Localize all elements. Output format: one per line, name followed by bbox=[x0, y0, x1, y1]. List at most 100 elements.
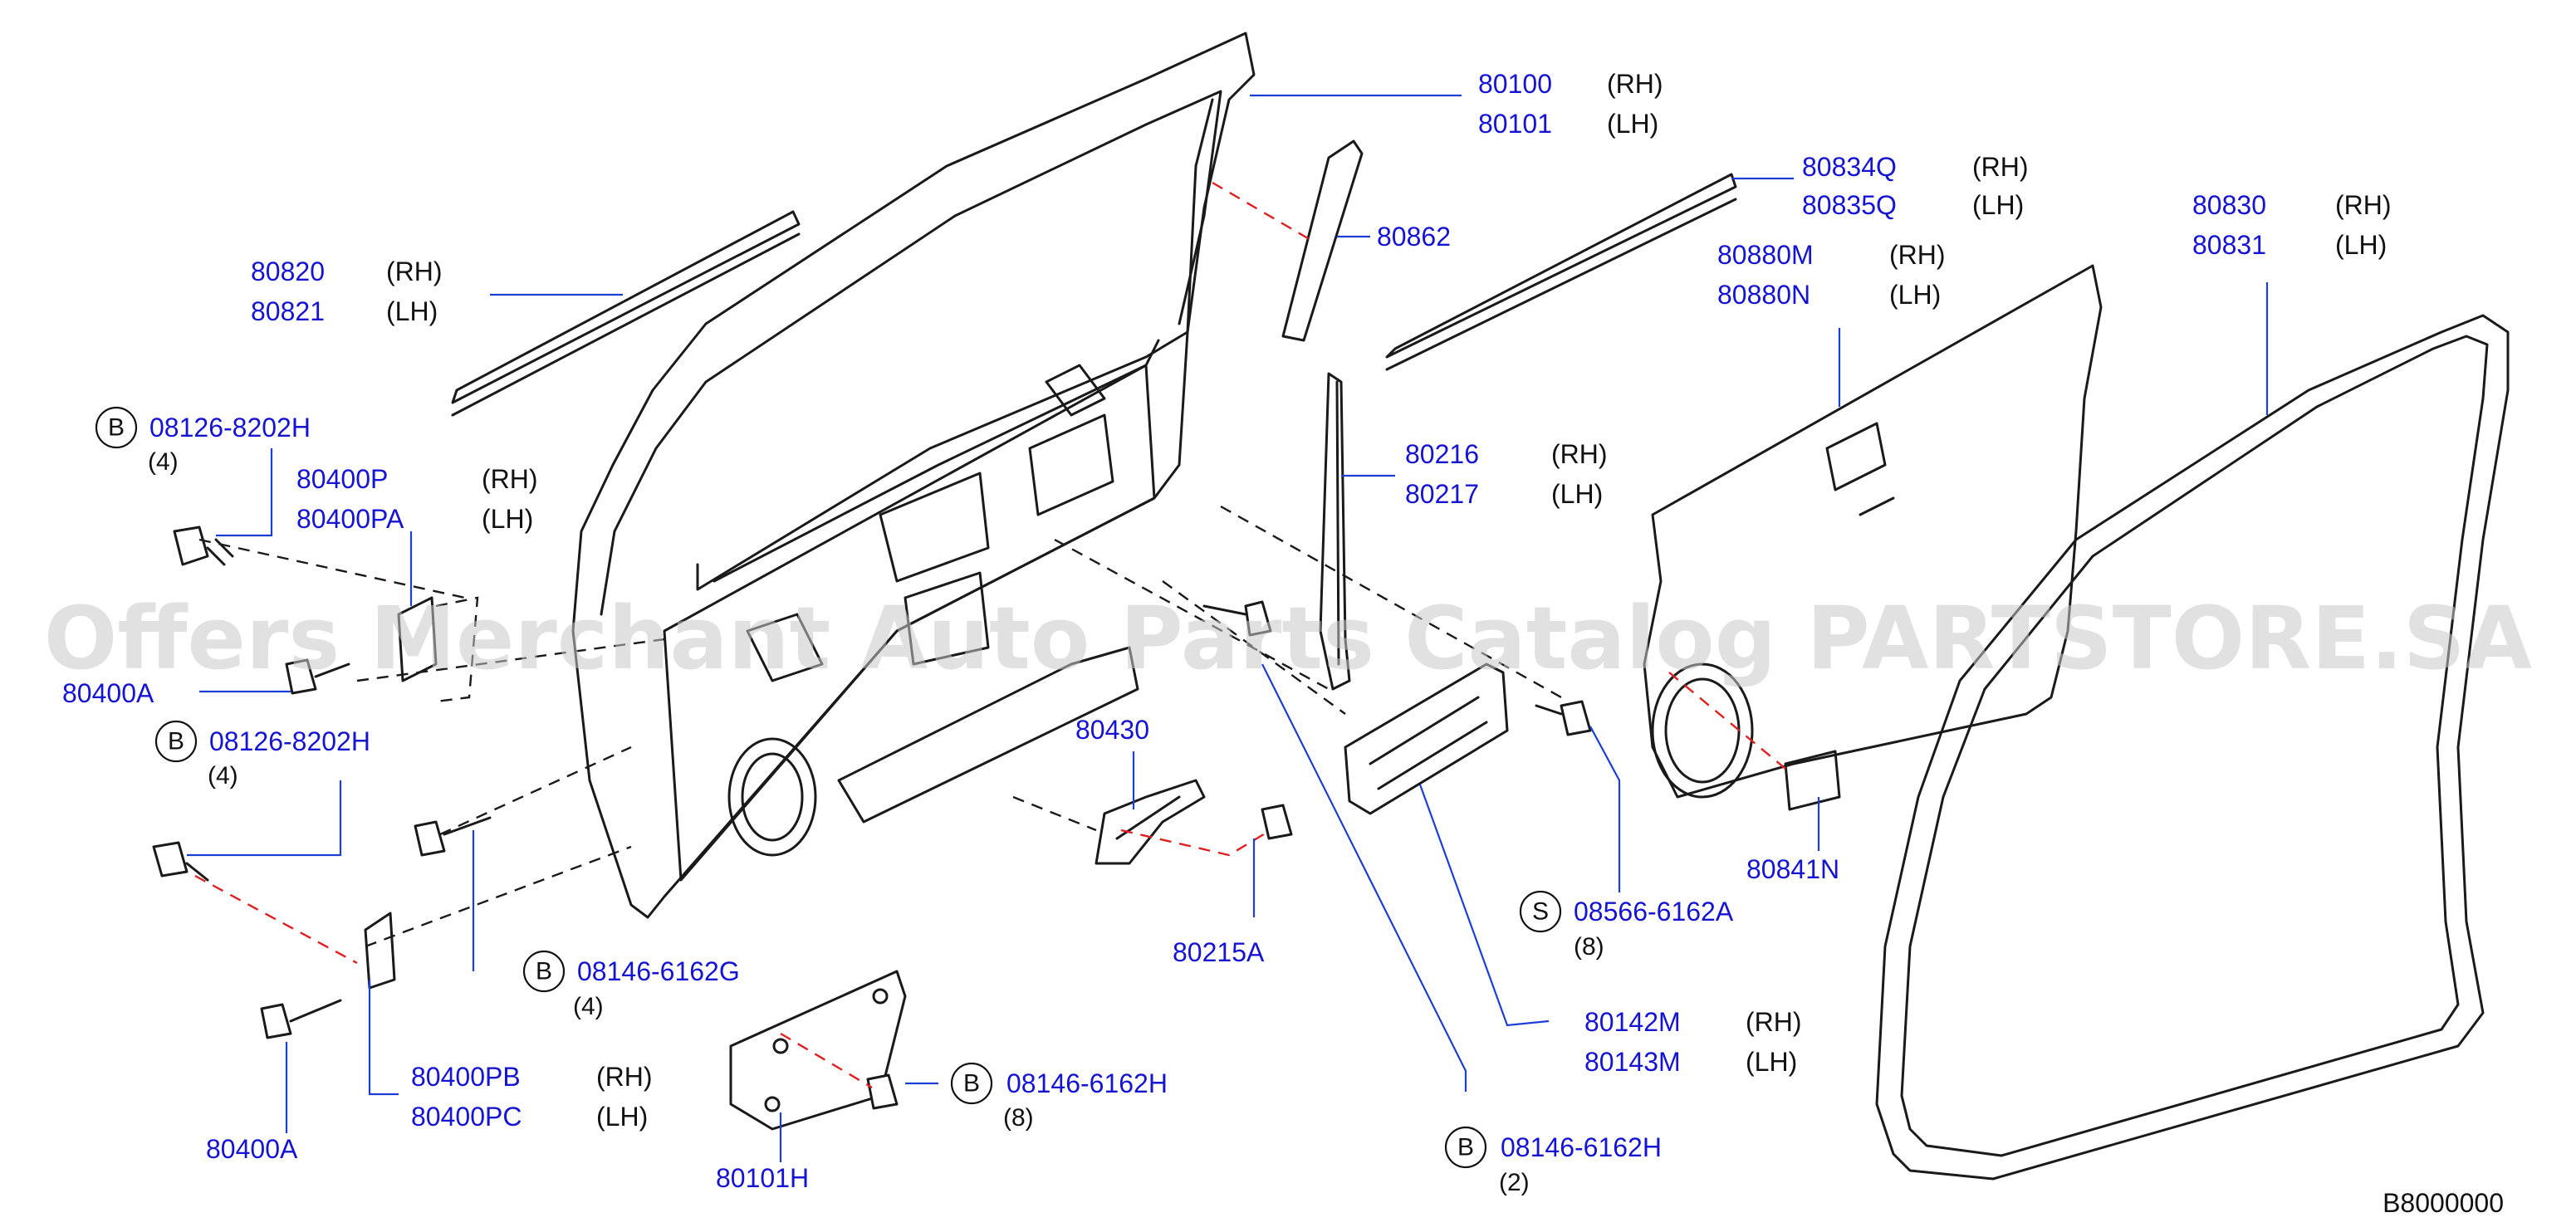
callout-08146-6162H-8[interactable]: B 08146-6162H (8) bbox=[950, 1062, 1168, 1132]
callout-80100-80101[interactable]: 80100 (RH) 80101 (LH) bbox=[1478, 69, 1663, 139]
callout-80101H[interactable]: 80101H bbox=[716, 1163, 809, 1193]
pad-80841N[interactable] bbox=[1784, 750, 1841, 811]
callout-08126-8202H-lower[interactable]: B 08126-8202H (4) bbox=[154, 720, 370, 790]
quantity-label: (4) bbox=[573, 993, 604, 1020]
part-number-label[interactable]: 80880N bbox=[1717, 280, 1810, 310]
quantity-label: (2) bbox=[1499, 1169, 1530, 1196]
callout-80400P-80400PA[interactable]: 80400P (RH) 80400PA (LH) bbox=[296, 464, 538, 534]
part-number-label[interactable]: 80100 bbox=[1478, 69, 1552, 99]
weatherstrip-80820[interactable] bbox=[451, 210, 801, 417]
sash-80216[interactable] bbox=[1319, 372, 1351, 691]
screen-80880M[interactable] bbox=[1643, 264, 2103, 799]
callout-08146-6162H-2[interactable]: B 08146-6162H (2) bbox=[1444, 1126, 1662, 1196]
callout-80400A-lower[interactable]: 80400A bbox=[206, 1134, 298, 1164]
part-number-label[interactable]: 80821 bbox=[251, 296, 325, 326]
part-number-label[interactable]: 80880M bbox=[1717, 240, 1814, 270]
seal-80862[interactable] bbox=[1281, 139, 1364, 342]
side-label: (LH) bbox=[1972, 190, 2024, 220]
part-number-label[interactable]: 08126-8202H bbox=[209, 726, 370, 756]
part-number-label[interactable]: 80101 bbox=[1478, 109, 1552, 139]
part-number-label[interactable]: 80101H bbox=[716, 1163, 809, 1193]
bolt-type-letter: B bbox=[963, 1070, 980, 1098]
bolt-type-letter: S bbox=[1532, 898, 1549, 926]
quantity-label: (4) bbox=[208, 762, 238, 790]
hinge-lower-80400PB[interactable] bbox=[364, 912, 396, 990]
part-number-label[interactable]: 80143M bbox=[1584, 1047, 1681, 1077]
part-number-label[interactable]: 80142M bbox=[1584, 1007, 1681, 1037]
side-label: (RH) bbox=[1972, 152, 2029, 182]
part-number-label[interactable]: 80400PA bbox=[296, 504, 404, 534]
dash-guides bbox=[198, 505, 1562, 948]
callout-80430[interactable]: 80430 bbox=[1075, 715, 1149, 745]
diagram-code: B8000000 bbox=[2383, 1188, 2504, 1218]
bolt-type-letter: B bbox=[1457, 1134, 1474, 1161]
red-alignment-lines bbox=[194, 181, 1790, 1089]
part-number-label[interactable]: 80400A bbox=[206, 1134, 298, 1164]
hinge-upper-80400P[interactable] bbox=[397, 596, 479, 703]
callout-08146-6162G[interactable]: B 08146-6162G (4) bbox=[522, 950, 740, 1020]
side-label: (RH) bbox=[2335, 190, 2392, 220]
part-number-label[interactable]: 80400PC bbox=[411, 1102, 522, 1132]
part-number-label[interactable]: 08146-6162G bbox=[577, 956, 740, 986]
part-number-label[interactable]: 80835Q bbox=[1802, 190, 1897, 220]
callout-08126-8202H-upper[interactable]: B 08126-8202H (4) bbox=[95, 406, 311, 476]
callout-80862[interactable]: 80862 bbox=[1377, 222, 1451, 252]
part-number-label[interactable]: 80400A bbox=[62, 678, 154, 708]
part-number-label[interactable]: 80830 bbox=[2192, 190, 2266, 220]
side-label: (LH) bbox=[1551, 479, 1603, 509]
check-link-80430[interactable] bbox=[1095, 779, 1206, 865]
weatherstrip-80834Q[interactable] bbox=[1385, 173, 1737, 371]
callout-80830-80831[interactable]: 80830 (RH) 80831 (LH) bbox=[2192, 190, 2392, 260]
part-number-label[interactable]: 08146-6162H bbox=[1501, 1132, 1662, 1162]
callout-80841N[interactable]: 80841N bbox=[1746, 854, 1839, 884]
part-number-label[interactable]: 08146-6162H bbox=[1006, 1068, 1168, 1098]
side-label: (LH) bbox=[386, 296, 438, 326]
bolt-type-letter: B bbox=[168, 728, 184, 755]
side-label: (RH) bbox=[1889, 240, 1946, 270]
bolt-type-badge bbox=[95, 406, 138, 449]
side-label: (LH) bbox=[596, 1102, 648, 1132]
callout-80820-80821[interactable]: 80820 (RH) 80821 (LH) bbox=[251, 257, 443, 326]
callout-80400PB-80400PC[interactable]: 80400PB (RH) 80400PC (LH) bbox=[411, 1062, 653, 1132]
side-label: (RH) bbox=[386, 257, 443, 286]
callout-80215A[interactable]: 80215A bbox=[1173, 937, 1265, 967]
regulator-80142M[interactable] bbox=[1344, 662, 1509, 815]
quantity-label: (4) bbox=[148, 448, 179, 476]
bolt-type-badge bbox=[1444, 1126, 1487, 1169]
callout-08566-6162A[interactable]: S 08566-6162A (8) bbox=[1519, 890, 1734, 961]
leader-lines bbox=[187, 94, 2269, 1162]
callout-80400A-upper[interactable]: 80400A bbox=[62, 678, 154, 708]
part-number-label[interactable]: 80217 bbox=[1405, 479, 1479, 509]
part-number-label[interactable]: 08126-8202H bbox=[149, 413, 311, 442]
side-label: (RH) bbox=[482, 464, 538, 494]
bolt-type-letter: B bbox=[108, 414, 125, 442]
part-number-label[interactable]: 80215A bbox=[1173, 937, 1265, 967]
side-label: (LH) bbox=[1889, 280, 1941, 310]
part-number-label[interactable]: 80841N bbox=[1746, 854, 1839, 884]
side-label: (LH) bbox=[2335, 230, 2387, 260]
weatherstrip-80830[interactable] bbox=[1875, 314, 2510, 1181]
side-label: (RH) bbox=[1746, 1007, 1802, 1037]
part-number-label[interactable]: 80834Q bbox=[1802, 152, 1897, 182]
bolt-type-badge bbox=[950, 1062, 993, 1105]
bolt-group[interactable] bbox=[152, 526, 1592, 1110]
part-number-label[interactable]: 80430 bbox=[1075, 715, 1149, 745]
side-label: (LH) bbox=[1746, 1047, 1797, 1077]
door-shell-80100[interactable] bbox=[571, 32, 1256, 919]
callout-80880M-80880N[interactable]: 80880M (RH) 80880N (LH) bbox=[1717, 240, 1946, 310]
callout-80142M-80143M[interactable]: 80142M (RH) 80143M (LH) bbox=[1584, 1007, 1802, 1077]
callout-80216-80217[interactable]: 80216 (RH) 80217 (LH) bbox=[1405, 439, 1608, 509]
bolt-type-letter: B bbox=[536, 958, 552, 985]
part-number-label[interactable]: 80820 bbox=[251, 257, 325, 286]
part-number-label[interactable]: 80216 bbox=[1405, 439, 1479, 469]
side-label: (RH) bbox=[1551, 439, 1608, 469]
part-number-label[interactable]: 08566-6162A bbox=[1574, 897, 1734, 926]
part-number-label[interactable]: 80862 bbox=[1377, 222, 1451, 252]
side-label: (RH) bbox=[596, 1062, 653, 1092]
part-number-label[interactable]: 80831 bbox=[2192, 230, 2266, 260]
callout-80834Q-80835Q[interactable]: 80834Q (RH) 80835Q (LH) bbox=[1802, 152, 2029, 220]
part-number-label[interactable]: 80400P bbox=[296, 464, 388, 494]
part-number-label[interactable]: 80400PB bbox=[411, 1062, 521, 1092]
watermark: Offers Merchant Auto Parts Catalog PARTS… bbox=[44, 588, 2532, 689]
